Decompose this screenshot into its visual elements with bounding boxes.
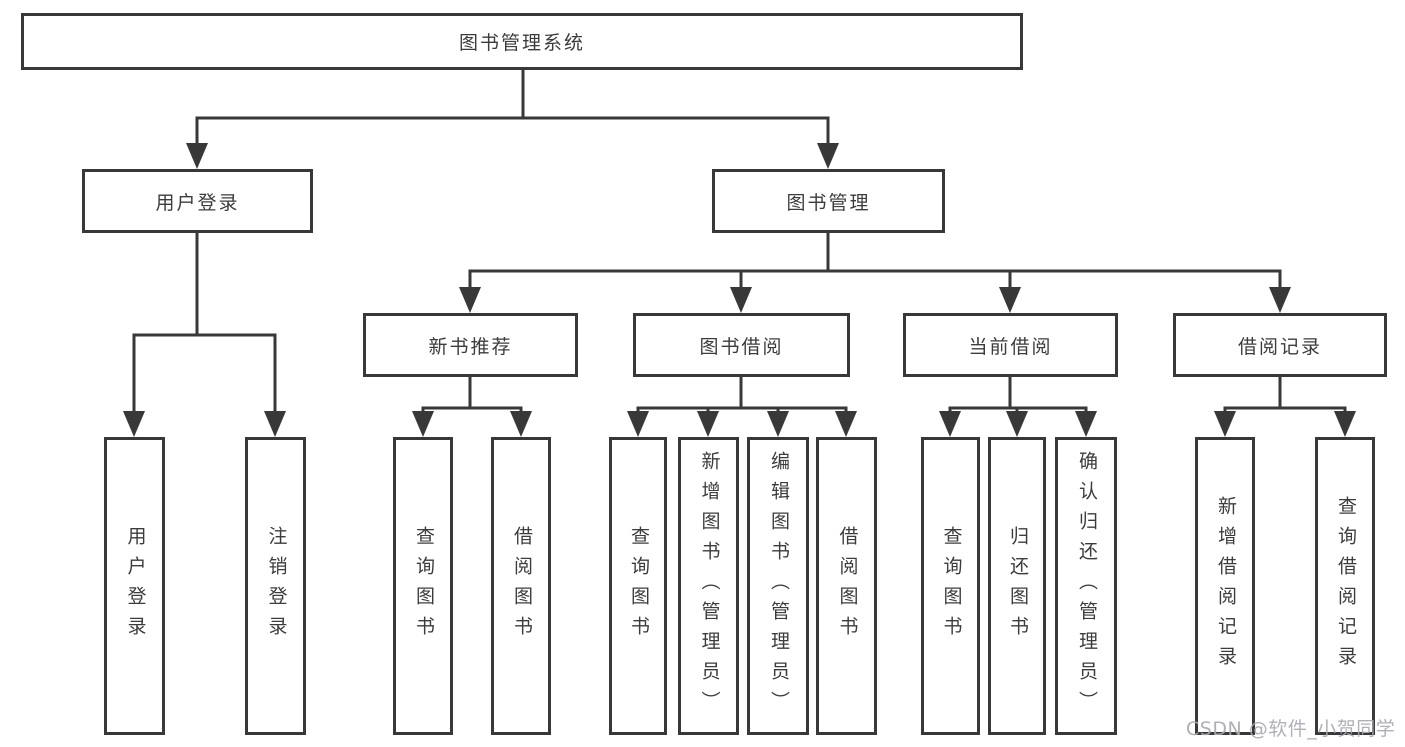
node-book-borrowing: 图书借阅 xyxy=(633,313,850,377)
node-label: 当前借阅 xyxy=(968,335,1053,358)
node-label: 注销登录 xyxy=(265,526,288,646)
arrowhead xyxy=(1214,411,1236,437)
node-current-borrowing: 当前借阅 xyxy=(903,313,1118,377)
arrowhead xyxy=(1075,411,1097,437)
node-label: 借阅记录 xyxy=(1237,335,1322,358)
leaf-user-login: 用户登录 xyxy=(104,437,165,735)
node-label: 图书借阅 xyxy=(699,335,784,358)
arrowhead xyxy=(999,287,1021,313)
edges-book-management xyxy=(459,229,1291,313)
node-label: 新书推荐 xyxy=(428,335,513,358)
leaf-edit-book-admin: 编辑图书（管理员） xyxy=(747,437,809,735)
leaf-add-book-admin: 新增图书（管理员） xyxy=(678,437,739,735)
arrowhead xyxy=(123,411,145,437)
node-new-book-recommend: 新书推荐 xyxy=(363,313,578,377)
leaf-query-borrow-record: 查询借阅记录 xyxy=(1315,437,1375,735)
node-borrowing-records: 借阅记录 xyxy=(1173,313,1387,377)
node-label: 图书管理 xyxy=(786,191,871,214)
node-label: 新增借阅记录 xyxy=(1214,496,1237,676)
arrowhead xyxy=(1006,411,1028,437)
edges-new-book-recommend xyxy=(412,373,532,437)
leaf-add-borrow-record: 新增借阅记录 xyxy=(1195,437,1255,735)
edges-current-borrowing xyxy=(939,373,1097,437)
node-label: 查询图书 xyxy=(940,526,963,646)
arrowhead xyxy=(627,411,649,437)
leaf-confirm-return-admin: 确认归还（管理员） xyxy=(1055,437,1117,735)
arrowhead xyxy=(767,411,789,437)
arrowhead xyxy=(412,411,434,437)
arrowhead xyxy=(186,143,208,169)
node-label: 借阅图书 xyxy=(836,526,859,646)
edges-user-login xyxy=(123,229,286,437)
node-label: 用户登录 xyxy=(124,526,147,646)
arrowhead xyxy=(510,411,532,437)
node-label: 查询图书 xyxy=(627,526,650,646)
leaf-query-books-3: 查询图书 xyxy=(921,437,980,735)
node-book-management: 图书管理 xyxy=(712,169,945,233)
arrowhead xyxy=(939,411,961,437)
leaf-query-books-1: 查询图书 xyxy=(393,437,453,735)
node-user-login: 用户登录 xyxy=(82,169,313,233)
node-label: 图书管理系统 xyxy=(458,32,585,54)
node-library-system: 图书管理系统 xyxy=(21,13,1023,70)
edges-book-borrowing xyxy=(627,373,857,437)
node-label: 借阅图书 xyxy=(510,526,533,646)
node-label: 确认归还（管理员） xyxy=(1075,451,1098,721)
arrowhead xyxy=(835,411,857,437)
leaf-logout: 注销登录 xyxy=(245,437,306,735)
edges-borrowing-records xyxy=(1214,373,1356,437)
node-label: 查询借阅记录 xyxy=(1334,496,1357,676)
edges-root xyxy=(186,68,839,169)
arrowhead xyxy=(459,287,481,313)
leaf-borrow-books-2: 借阅图书 xyxy=(816,437,877,735)
leaf-return-books: 归还图书 xyxy=(988,437,1046,735)
arrowhead xyxy=(1269,287,1291,313)
arrowhead xyxy=(1334,411,1356,437)
arrowhead xyxy=(817,143,839,169)
arrowhead xyxy=(730,287,752,313)
node-label: 新增图书（管理员） xyxy=(698,451,721,721)
node-label: 查询图书 xyxy=(412,526,435,646)
leaf-borrow-books-1: 借阅图书 xyxy=(491,437,551,735)
node-label: 用户登录 xyxy=(155,191,240,214)
node-label: 编辑图书（管理员） xyxy=(767,451,790,721)
node-label: 归还图书 xyxy=(1006,526,1029,646)
arrowhead xyxy=(697,411,719,437)
watermark: CSDN @软件_小贺同学 xyxy=(1186,718,1396,740)
leaf-query-books-2: 查询图书 xyxy=(609,437,667,735)
arrowhead xyxy=(264,411,286,437)
